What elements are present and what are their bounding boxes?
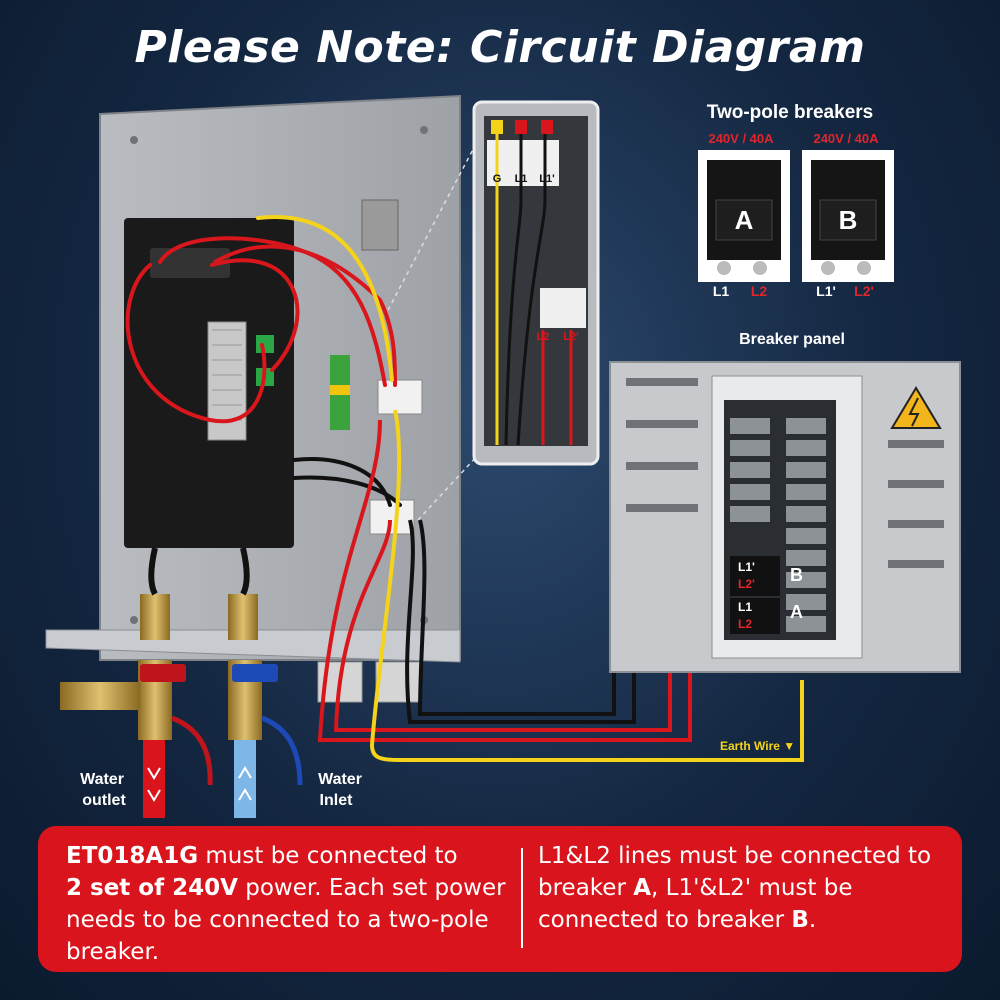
panel-a-top: L1 <box>738 600 752 614</box>
banner-right-text: L1&L2 lines must be connected to breaker… <box>538 840 948 936</box>
banner-right-t1: L1&L2 lines must be connected to <box>538 843 932 869</box>
inlet-valve-handle <box>232 664 278 682</box>
breaker-a-right-label: L2 <box>751 283 768 299</box>
banner-left-t3: needs to be connected to a two-pole <box>66 907 489 933</box>
water-inlet-line2: Inlet <box>320 792 354 809</box>
banner-right-t4: connected to breaker <box>538 907 792 933</box>
outlet-valve-handle <box>140 664 186 682</box>
breaker-a-left-label: L1 <box>713 283 730 299</box>
terminal-label-g: G <box>493 173 502 185</box>
breaker-a-letter: A <box>735 205 754 235</box>
breaker-b-right-label: L2' <box>854 283 874 299</box>
panel-b-letter: B <box>790 565 803 585</box>
terminal-label-l2: L2 <box>537 331 550 343</box>
breakers-heading: Two-pole breakers <box>707 102 873 123</box>
banner-left-text: ET018A1G must be connected to 2 set of 2… <box>66 840 506 968</box>
banner-right-t2: breaker <box>538 875 634 901</box>
page-title: Please Note: Circuit Diagram <box>134 22 866 73</box>
banner-model: ET018A1G <box>66 843 199 869</box>
breaker-a-illustration <box>698 150 790 282</box>
panel-a-bottom: L2 <box>738 617 752 631</box>
warning-banner: ET018A1G must be connected to 2 set of 2… <box>38 826 962 972</box>
terminal-zoom-inset <box>472 100 600 466</box>
terminal-label-l1: L1 <box>515 173 528 185</box>
breaker-a-rating: 240V / 40A <box>708 131 774 146</box>
banner-right-t5: . <box>808 907 817 933</box>
banner-divider <box>521 848 523 948</box>
water-inlet-line1: Water <box>318 771 362 788</box>
banner-bold-a: A <box>633 875 652 901</box>
panel-b-bottom: L2' <box>738 577 755 591</box>
internal-wiring <box>125 215 402 507</box>
breaker-b-left-label: L1' <box>816 283 836 299</box>
breaker-panel <box>609 361 961 673</box>
breaker-b-letter: B <box>839 205 858 235</box>
earth-wire-label: Earth Wire ▼ <box>720 739 795 753</box>
supply-wiring <box>317 409 804 762</box>
water-outlet-line1: Water <box>80 771 124 788</box>
banner-left-t4: breaker. <box>66 939 160 965</box>
warning-icon <box>890 386 942 429</box>
inlet-arrow <box>234 740 256 818</box>
terminal-label-l2p: L2' <box>563 331 579 343</box>
breaker-b-illustration <box>802 150 894 282</box>
panel-b-top: L1' <box>738 560 755 574</box>
banner-left-t1: must be connected to <box>198 843 458 869</box>
water-heater <box>45 94 461 663</box>
terminal-label-l1p: L1' <box>539 173 555 185</box>
panel-heading: Breaker panel <box>739 331 845 348</box>
plumbing <box>60 547 303 818</box>
water-outlet-line2: outlet <box>82 792 126 809</box>
breaker-b-rating: 240V / 40A <box>813 131 879 146</box>
banner-left-t2: power. Each set power <box>237 875 506 901</box>
panel-a-letter: A <box>790 602 803 622</box>
banner-bold-2set: 2 set of 240V <box>66 875 238 901</box>
banner-bold-b: B <box>791 907 809 933</box>
thermostat-bracket <box>361 199 399 251</box>
banner-right-t3: , L1'&L2' must be <box>651 875 853 901</box>
